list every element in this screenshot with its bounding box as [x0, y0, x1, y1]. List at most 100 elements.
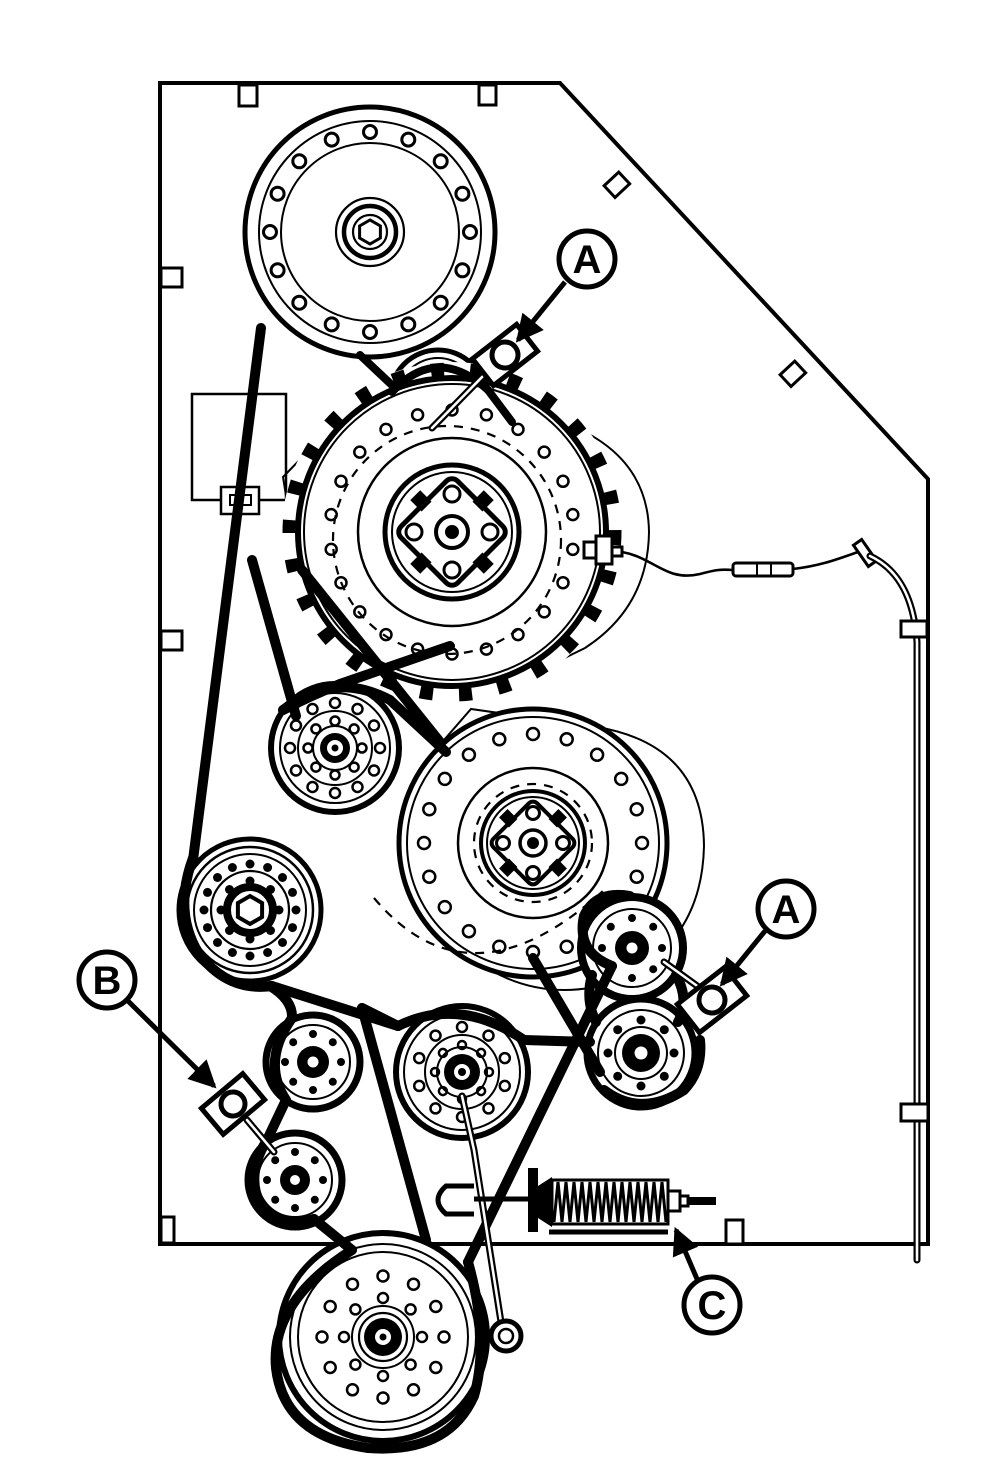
bolt-hole: [636, 1015, 646, 1025]
bolt-hole: [269, 185, 286, 202]
belt-center-right-link: [519, 1035, 595, 1047]
bolt-hole: [323, 1360, 337, 1375]
bolt-hole: [636, 1081, 646, 1091]
bolt-hole: [376, 1391, 390, 1405]
bolt-hole: [461, 923, 477, 939]
bolt-hole: [649, 922, 658, 931]
bolt-hole: [367, 719, 381, 732]
bolt-hole: [613, 1071, 623, 1081]
bolt-hole: [404, 1303, 417, 1316]
bolt-hole: [589, 747, 605, 763]
bolt-hole: [492, 732, 507, 747]
callout-a-right: A: [719, 878, 817, 987]
bolt-hole: [263, 863, 273, 872]
callout-a-top-circle: [556, 228, 618, 290]
bolt-hole: [289, 1077, 298, 1086]
bolt-hole: [566, 542, 580, 557]
bolt-hole: [373, 741, 387, 755]
bolt-hole: [278, 938, 287, 947]
bolt-hole: [291, 294, 308, 311]
bolt-hole: [416, 835, 432, 851]
panel-tab-top-1: [237, 83, 259, 108]
bolt-hole: [288, 923, 297, 933]
sensor-and-cable: [582, 534, 930, 1264]
bolt-hole: [203, 887, 212, 897]
bolt-hole: [269, 262, 286, 279]
bolt-hole: [455, 1020, 469, 1034]
bolt-hole: [315, 1330, 329, 1344]
right-upper-idler-pulley: [577, 893, 687, 1003]
bolt-hole: [454, 262, 471, 279]
idler-block-b: [197, 1070, 269, 1138]
sprocket-teeth: [282, 362, 622, 702]
bolt-hole: [263, 1176, 271, 1184]
panel-tab-top-2: [477, 83, 498, 107]
belt-right-lower-wrap: [599, 1035, 706, 1109]
belt-small-left-wrap: [269, 1013, 297, 1105]
bolt-hole: [262, 224, 278, 240]
bolt-hole: [227, 863, 237, 872]
linkage-rods: [243, 368, 704, 1326]
panel-tab-diagonal-2: [777, 358, 808, 389]
bolt-hole: [404, 1358, 417, 1371]
spring-coils: [552, 1181, 668, 1223]
bolt-hole: [498, 1051, 512, 1065]
right-lower-pulley: [583, 995, 699, 1111]
panel-tab-diagonal-1: [601, 169, 632, 200]
mid-left-pulley: [268, 681, 402, 815]
bolt-hole: [348, 723, 360, 735]
sensor-tip: [610, 545, 624, 558]
belt-hex-wrap: [179, 853, 277, 992]
bolt-hole: [351, 780, 364, 794]
bolt-hole: [324, 542, 338, 557]
bolt-hole: [288, 887, 297, 897]
bolt-hole: [498, 1079, 512, 1093]
hex-hub: [358, 218, 382, 246]
bolt-hole: [406, 1277, 421, 1291]
callout-a-right-circle: [755, 878, 817, 940]
bolt-hole: [324, 507, 338, 522]
tensioner-bracket: [435, 1183, 474, 1217]
bolt-hole: [367, 764, 381, 777]
bolt-hole: [345, 1277, 360, 1291]
bolt-hole: [429, 1029, 442, 1042]
bolt-hole: [379, 422, 393, 437]
bolt-hole: [410, 408, 425, 422]
bolt-hole: [323, 131, 340, 148]
bolt-hole: [454, 185, 471, 202]
bolt-hole: [334, 474, 348, 489]
cable-connector: [731, 561, 795, 578]
bolt-hole: [628, 974, 636, 982]
bolt-hole: [429, 1360, 443, 1375]
tension-spring-assembly: [435, 1168, 745, 1246]
callout-c-label: C: [698, 1284, 727, 1328]
callout-a-right-label: A: [772, 888, 801, 932]
bolt-hole: [328, 1038, 337, 1047]
bolt-hole: [329, 715, 341, 727]
bolt-hole: [406, 1383, 421, 1397]
bolt-hole: [362, 124, 378, 140]
sensor-body-2: [594, 534, 614, 566]
spring-end-fitting: [666, 1189, 682, 1213]
bolt-hole: [289, 764, 303, 777]
bolt-hole: [203, 923, 212, 933]
hidden-hub-dashed: [472, 782, 594, 904]
panel-tab-bottom: [724, 1218, 745, 1246]
callout-a-right-arrow: [719, 929, 767, 987]
bolt-hole: [245, 859, 255, 869]
bolt-hole: [337, 1058, 345, 1066]
bolt-hole: [462, 224, 478, 240]
bolt-hole: [422, 802, 437, 817]
callout-b-arrow: [126, 999, 217, 1089]
bolt-hole: [606, 922, 615, 931]
bolt-hole: [422, 869, 437, 884]
cable-run-1: [621, 550, 734, 577]
bolt-hole: [306, 780, 319, 794]
cable-bracket-lower: [899, 1102, 930, 1123]
bolt-hole: [302, 742, 314, 754]
bolt-hole: [376, 1369, 390, 1383]
belt-link-down: [262, 1095, 291, 1145]
belt-right-link-inner: [584, 970, 601, 1027]
hidden-outlines: [331, 424, 605, 955]
